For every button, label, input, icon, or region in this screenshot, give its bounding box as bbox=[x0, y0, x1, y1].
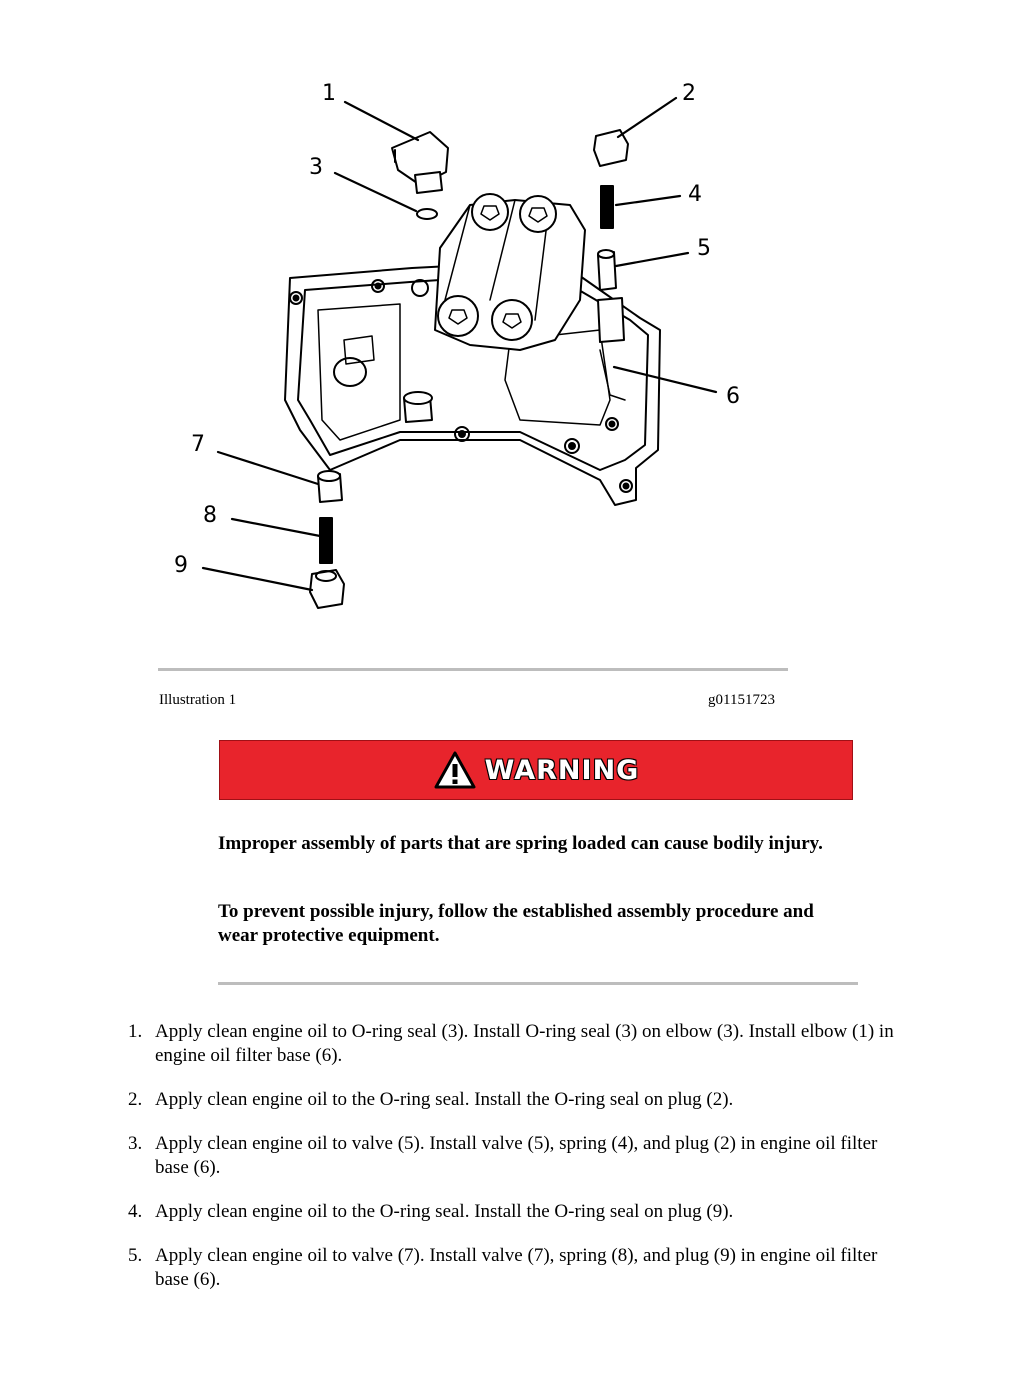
step-number: 3. bbox=[128, 1133, 143, 1154]
warning-banner: WARNING bbox=[219, 740, 853, 800]
warning-text-prevention: To prevent possible injury, follow the e… bbox=[218, 901, 814, 946]
valve-7-drawing bbox=[317, 470, 343, 503]
warning-label: WARNING bbox=[484, 754, 640, 786]
elbow-drawing bbox=[391, 131, 449, 220]
filter-base-drawing bbox=[284, 193, 661, 506]
callout-5: 5 bbox=[697, 236, 711, 261]
spring-4-drawing bbox=[600, 185, 614, 229]
step-item: 1. Apply clean engine oil to O-ring seal … bbox=[124, 1020, 914, 1068]
spring-8-drawing bbox=[319, 517, 333, 564]
callout-2: 2 bbox=[682, 81, 696, 106]
step-number: 2. bbox=[128, 1089, 143, 1110]
callout-8: 8 bbox=[203, 503, 217, 528]
illustration-caption: Illustration 1 bbox=[159, 692, 237, 708]
leader-lines bbox=[201, 96, 718, 592]
step-number: 4. bbox=[128, 1201, 143, 1222]
step-number: 1. bbox=[128, 1021, 143, 1042]
step-item: 2. Apply clean engine oil to the O-ring s… bbox=[124, 1088, 914, 1112]
procedure-steps: 1. Apply clean engine oil to O-ring seal … bbox=[124, 1020, 914, 1312]
valve-5-drawing bbox=[597, 249, 617, 291]
callout-6: 6 bbox=[726, 384, 740, 409]
plug-9-drawing bbox=[309, 569, 345, 609]
callout-1: 1 bbox=[322, 81, 336, 106]
step-item: 5. Apply clean engine oil to valve (7). I… bbox=[124, 1244, 914, 1292]
parts-illustration: 1 2 3 4 5 6 7 8 9 bbox=[174, 81, 740, 609]
divider-bottom bbox=[218, 982, 858, 985]
step-number: 5. bbox=[128, 1245, 143, 1266]
step-text: Apply clean engine oil to the O-ring sea… bbox=[155, 1201, 734, 1222]
step-item: 3. Apply clean engine oil to valve (5). I… bbox=[124, 1132, 914, 1180]
callout-3: 3 bbox=[309, 155, 323, 180]
divider-top bbox=[158, 668, 788, 671]
callout-4: 4 bbox=[688, 182, 702, 207]
warning-text-hazard: Improper assembly of parts that are spri… bbox=[218, 833, 823, 854]
step-text: Apply clean engine oil to valve (7). Ins… bbox=[155, 1245, 878, 1290]
graphic-id: g01151723 bbox=[708, 692, 775, 708]
callout-7: 7 bbox=[191, 432, 205, 457]
step-text: Apply clean engine oil to O-ring seal (3… bbox=[155, 1021, 894, 1066]
callout-9: 9 bbox=[174, 553, 188, 578]
step-text: Apply clean engine oil to valve (5). Ins… bbox=[155, 1133, 878, 1178]
warning-triangle-icon bbox=[434, 751, 476, 789]
step-item: 4. Apply clean engine oil to the O-ring s… bbox=[124, 1200, 914, 1224]
step-text: Apply clean engine oil to the O-ring sea… bbox=[155, 1089, 734, 1110]
plug-2-drawing bbox=[593, 129, 629, 167]
